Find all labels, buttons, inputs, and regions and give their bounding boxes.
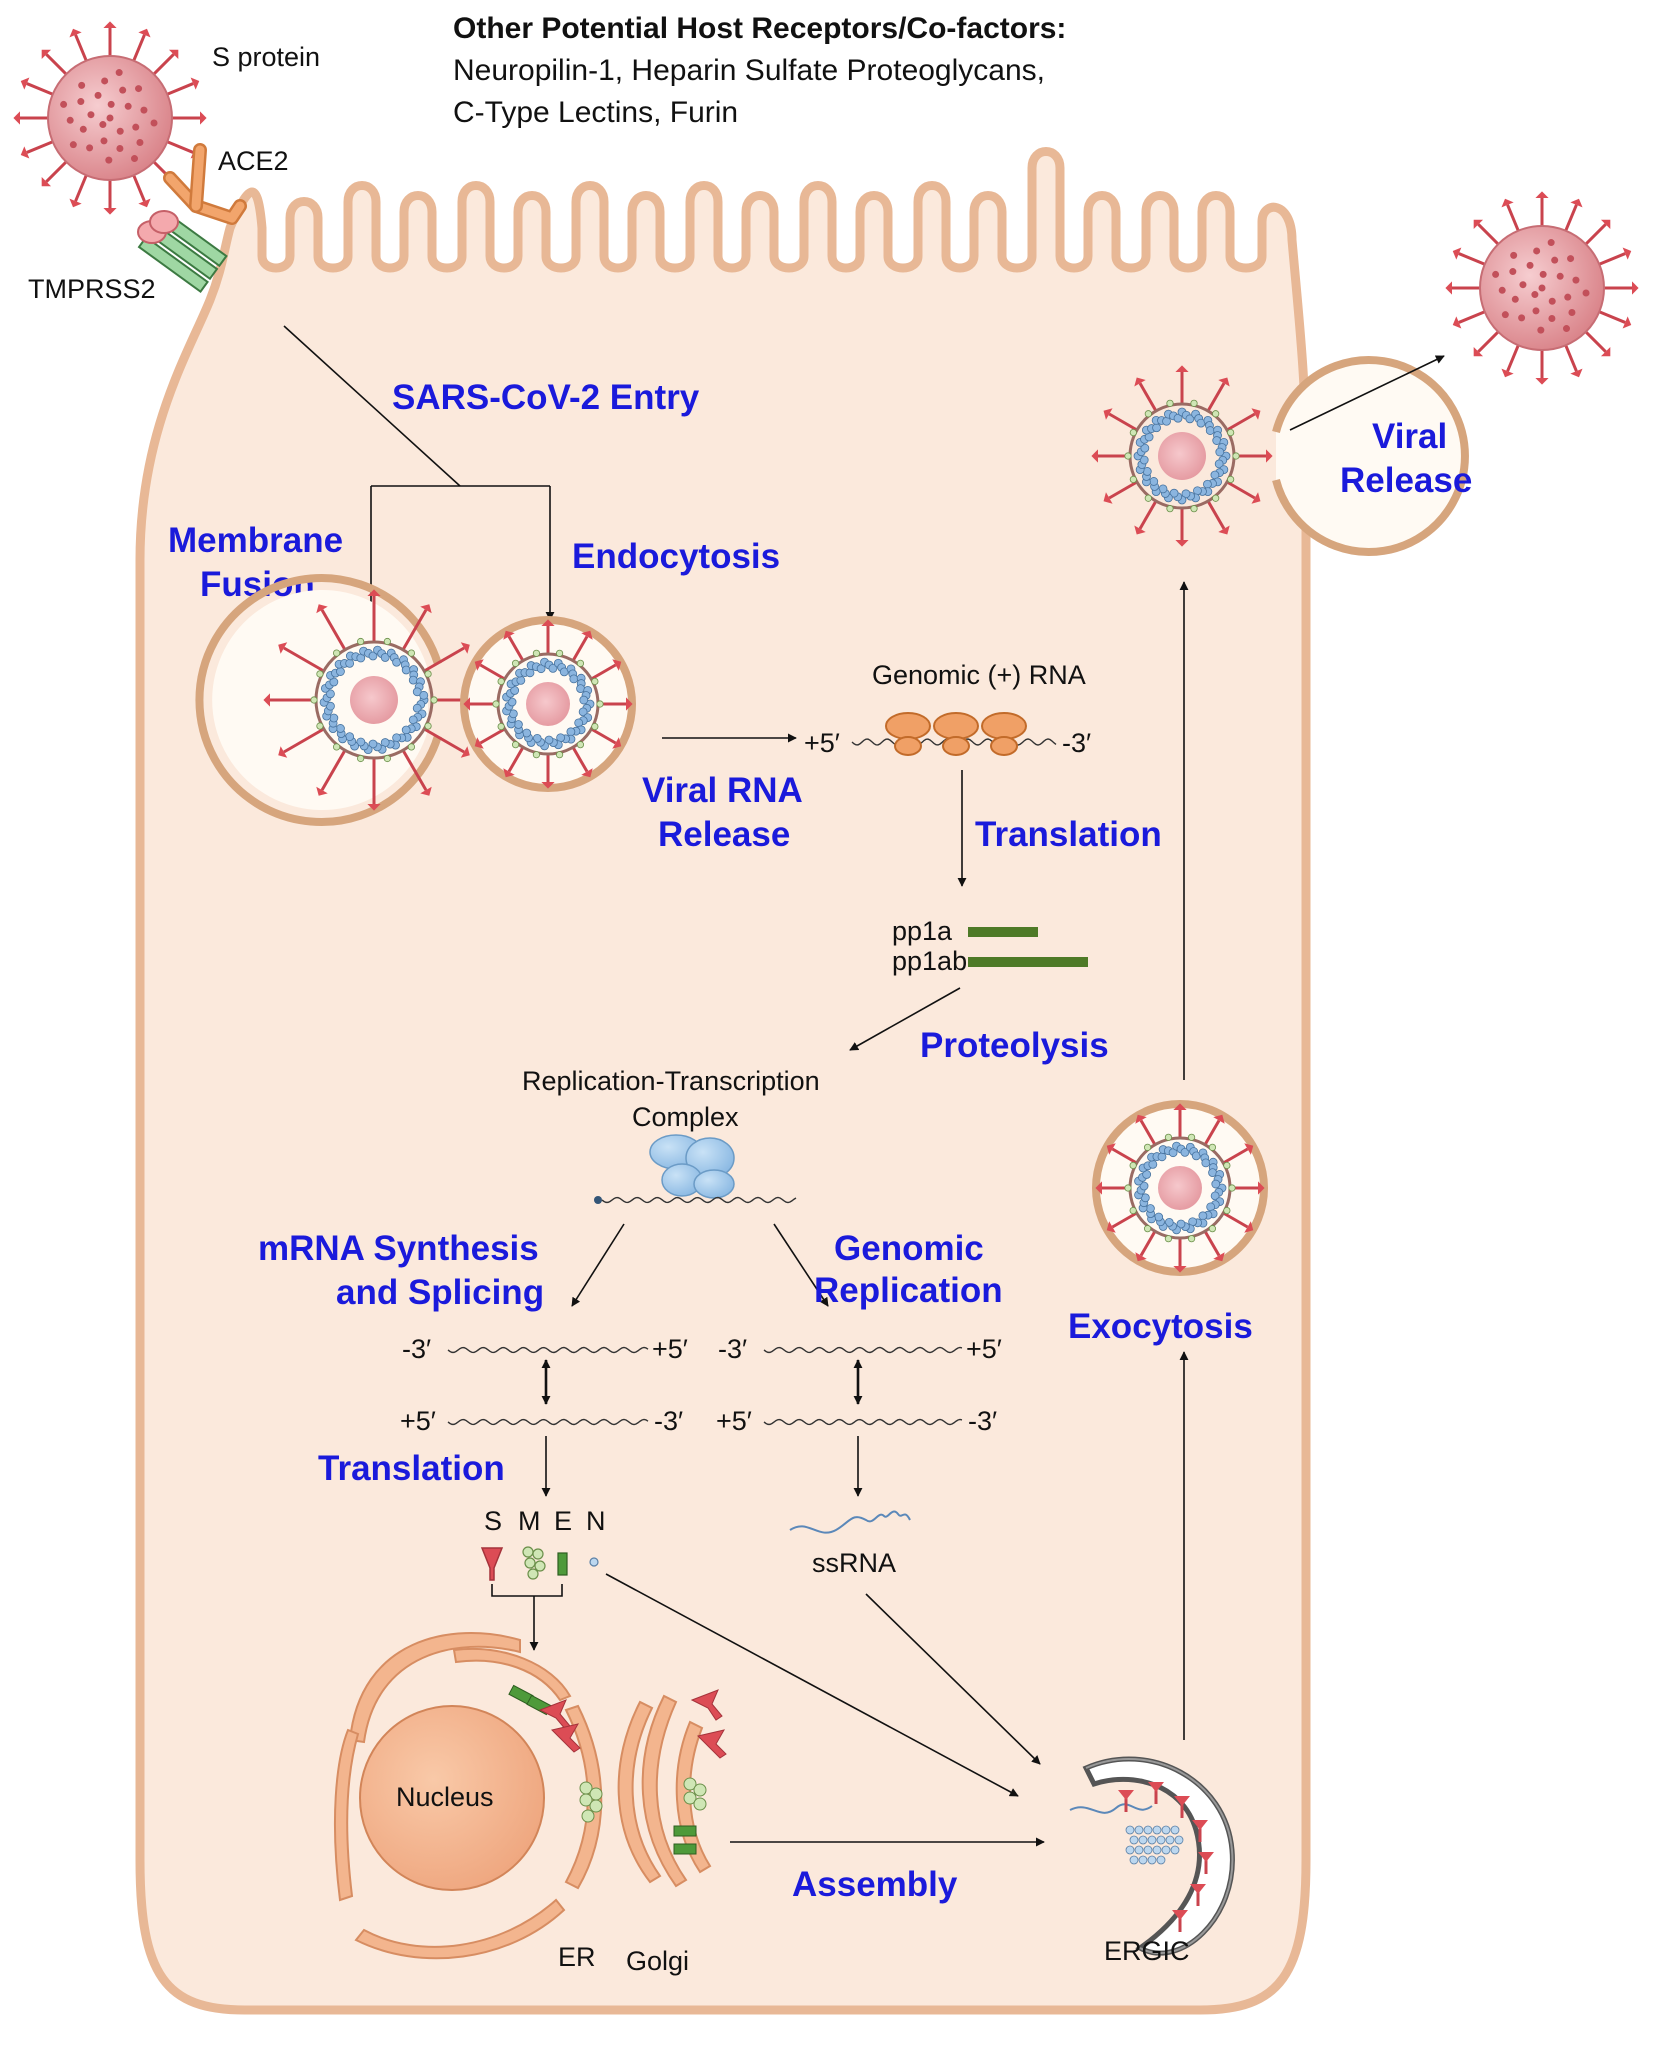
nucleus-label: Nucleus [396, 1782, 494, 1812]
exocytosis-vesicle-icon [1092, 1100, 1268, 1276]
membrane-fusion-vesicle-icon [195, 574, 485, 826]
nucleus-icon [359, 1705, 545, 1891]
ergic-compartment-icon [1069, 1756, 1235, 1956]
step-viral-rna-release-line1: Viral RNA [642, 771, 803, 810]
pp1a-label: pp1a [892, 916, 953, 946]
n-protein-label: N [586, 1506, 606, 1536]
golgi-label: Golgi [626, 1946, 689, 1976]
er-label: ER [558, 1942, 596, 1972]
s-protein-icon [480, 1547, 504, 1581]
m-protein-label: M [518, 1506, 541, 1536]
header-cofactors-line2: C-Type Lectins, Furin [453, 96, 738, 129]
e-protein-icon [557, 1552, 568, 1576]
ssrna-label: ssRNA [812, 1548, 896, 1578]
step-membrane-fusion-line1: Membrane [168, 521, 343, 560]
m-protein-icon [522, 1546, 546, 1580]
step-proteolysis: Proteolysis [920, 1026, 1109, 1065]
step-mrna-synthesis-line1: mRNA Synthesis [258, 1229, 539, 1268]
step-endocytosis: Endocytosis [572, 537, 780, 576]
right-pos-strand-3-end: -3′ [968, 1406, 997, 1436]
step-viral-rna-release-line2: Release [658, 815, 790, 854]
viral-release-vesicle-icon [1091, 356, 1469, 556]
genomic-rna-label: Genomic (+) RNA [872, 660, 1086, 690]
step-translation-top: Translation [975, 815, 1162, 854]
step-sars-cov-2-entry: SARS-CoV-2 Entry [392, 378, 700, 417]
ace2-label: ACE2 [218, 146, 289, 176]
golgi-bound-protein-icons [673, 1689, 727, 1855]
left-pos-strand-3-end: -3′ [654, 1406, 683, 1436]
released-virion-icon [1445, 191, 1639, 385]
rtc-label-line2: Complex [632, 1102, 739, 1132]
left-neg-strand-5-end: +5′ [652, 1334, 688, 1364]
pp1a-polyprotein-bar [968, 927, 1038, 937]
step-mrna-synthesis-line2: and Splicing [336, 1273, 544, 1312]
endoplasmic-reticulum-icon [333, 1632, 603, 1960]
right-pos-strand-5-end: +5′ [716, 1406, 752, 1436]
endocytosis-vesicle-icon [460, 616, 636, 792]
pp1ab-label: pp1ab [892, 946, 967, 976]
genomic-rna-plus5-end: +5′ [804, 728, 840, 758]
step-viral-release-line1: Viral [1372, 417, 1447, 456]
ace2-receptor-icon [163, 143, 247, 225]
rtc-label-line1: Replication-Transcription [522, 1066, 820, 1096]
sars-cov-2-virion-entry-icon [13, 21, 207, 215]
left-pos-strand-5-end: +5′ [400, 1406, 436, 1436]
s-protein-short-label: S [484, 1506, 502, 1536]
ssrna-strand-icon [789, 1510, 911, 1534]
step-exocytosis: Exocytosis [1068, 1307, 1253, 1346]
s-protein-label: S protein [212, 42, 320, 72]
tmprss2-protease-icon [137, 209, 228, 294]
e-protein-label: E [554, 1506, 572, 1536]
ribosome-icon [885, 712, 1027, 756]
right-neg-strand-3-end: -3′ [718, 1334, 747, 1364]
er-bound-protein-icons [508, 1684, 603, 1823]
step-assembly: Assembly [792, 1865, 958, 1904]
replication-transcription-complex-icon [649, 1134, 735, 1199]
header-title: Other Potential Host Receptors/Co-factor… [453, 12, 1066, 45]
spike-protein-icon [13, 21, 207, 215]
step-genomic-replication-line2: Replication [814, 1271, 1003, 1310]
ergic-label: ERGIC [1104, 1936, 1190, 1966]
n-protein-icon [589, 1557, 599, 1567]
header-cofactors-line1: Neuropilin-1, Heparin Sulfate Proteoglyc… [453, 54, 1045, 87]
rtc-template-rna-strand [601, 1196, 797, 1204]
step-translation-bottom: Translation [318, 1449, 505, 1488]
tmprss2-label: TMPRSS2 [28, 274, 156, 304]
step-genomic-replication-line1: Genomic [834, 1229, 984, 1268]
step-viral-release-line2: Release [1340, 461, 1472, 500]
right-neg-strand-5-end: +5′ [966, 1334, 1002, 1364]
pp1ab-polyprotein-bar [968, 957, 1088, 967]
host-cell-membrane [135, 147, 1311, 2015]
left-neg-strand-3-end: -3′ [402, 1334, 431, 1364]
genomic-rna-minus3-end: -3′ [1062, 728, 1091, 758]
